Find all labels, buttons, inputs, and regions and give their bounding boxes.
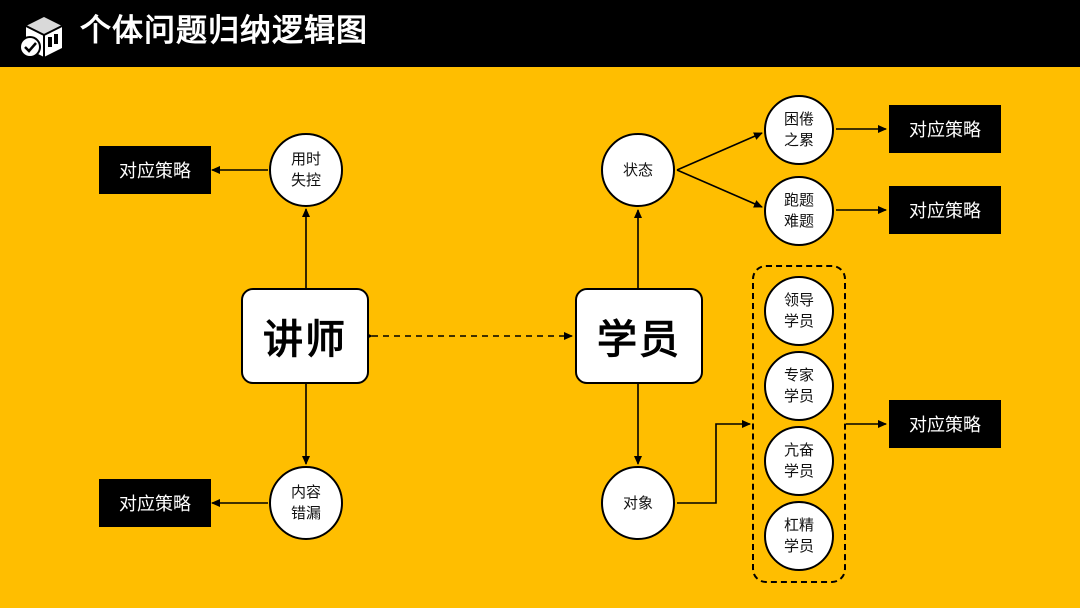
- object-strategy-box: 对应策略: [889, 400, 1001, 448]
- contrarian-student-label: 杠精学员: [783, 516, 814, 555]
- lecturer-bottom-issue-node: 内容错漏: [269, 466, 343, 540]
- fatigue-label: 困倦之累: [783, 110, 814, 149]
- box-check-icon: [19, 17, 63, 58]
- student-node: 学员: [575, 288, 703, 384]
- leader-student-label: 领导学员: [783, 291, 814, 330]
- excited-student-label: 亢奋学员: [783, 441, 814, 480]
- lecturer-top-issue-node: 用时失控: [269, 133, 343, 207]
- leader-student-node: 领导学员: [764, 276, 834, 346]
- fatigue-node: 困倦之累: [764, 95, 834, 165]
- object-node: 对象: [601, 466, 675, 540]
- expert-student-label: 专家学员: [783, 366, 814, 405]
- state-node: 状态: [601, 133, 675, 207]
- lecturer-top-issue-label: 用时失控: [290, 150, 321, 189]
- arrow-object-to-group: [677, 420, 751, 504]
- excited-student-node: 亢奋学员: [764, 426, 834, 496]
- offtopic-label: 跑题难题: [783, 191, 814, 230]
- state-label: 状态: [622, 160, 653, 179]
- lecturer-node: 讲师: [241, 288, 369, 384]
- offtopic-node: 跑题难题: [764, 176, 834, 246]
- object-label: 对象: [622, 493, 653, 512]
- lecturer-bottom-strategy-box: 对应策略: [99, 479, 211, 527]
- offtopic-strategy-box: 对应策略: [889, 186, 1001, 234]
- expert-student-node: 专家学员: [764, 351, 834, 421]
- lecturer-top-strategy-box: 对应策略: [99, 146, 211, 194]
- student-type-group: [752, 265, 846, 583]
- header-bar: 个体问题归纳逻辑图: [0, 0, 1080, 67]
- contrarian-student-node: 杠精学员: [764, 501, 834, 571]
- fatigue-strategy-box: 对应策略: [889, 105, 1001, 153]
- lecturer-bottom-issue-label: 内容错漏: [290, 483, 321, 522]
- arrow-state-to-fatigue: [676, 132, 763, 171]
- arrow-state-to-offtopic: [676, 169, 763, 208]
- page-title: 个体问题归纳逻辑图: [80, 13, 368, 49]
